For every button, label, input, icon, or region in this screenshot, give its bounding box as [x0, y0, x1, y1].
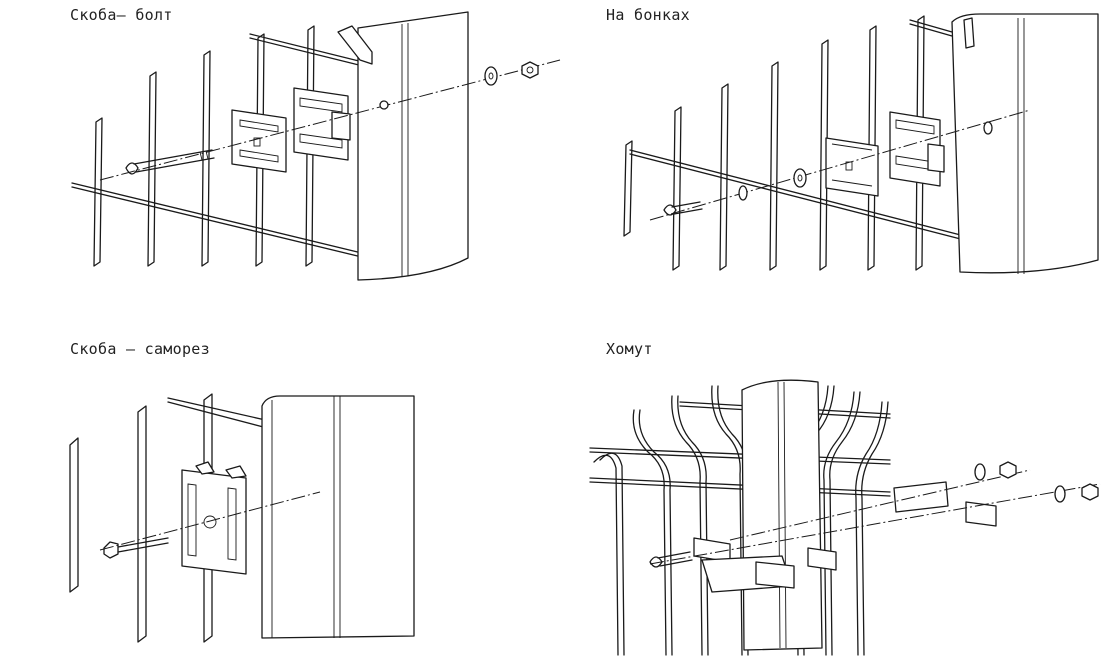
- caption-bracket-bolt: Скоба– болт: [70, 6, 173, 24]
- diagram-on-bosses: [623, 13, 1099, 274]
- diagram-bracket-screw: [69, 393, 415, 643]
- panel-bracket-bolt: Скоба– болт: [0, 0, 561, 300]
- caption-clamp: Хомут: [606, 340, 653, 358]
- caption-bracket-screw: Скоба – саморез: [70, 340, 210, 358]
- caption-on-bosses: На бонках: [606, 6, 690, 24]
- panel-on-bosses: На бонках: [560, 0, 1118, 300]
- panel-clamp: Хомут: [560, 330, 1118, 663]
- diagram-clamp: [589, 379, 1101, 656]
- diagram-bracket-bolt: [71, 11, 561, 281]
- panel-bracket-screw: Скоба – саморез: [0, 330, 560, 663]
